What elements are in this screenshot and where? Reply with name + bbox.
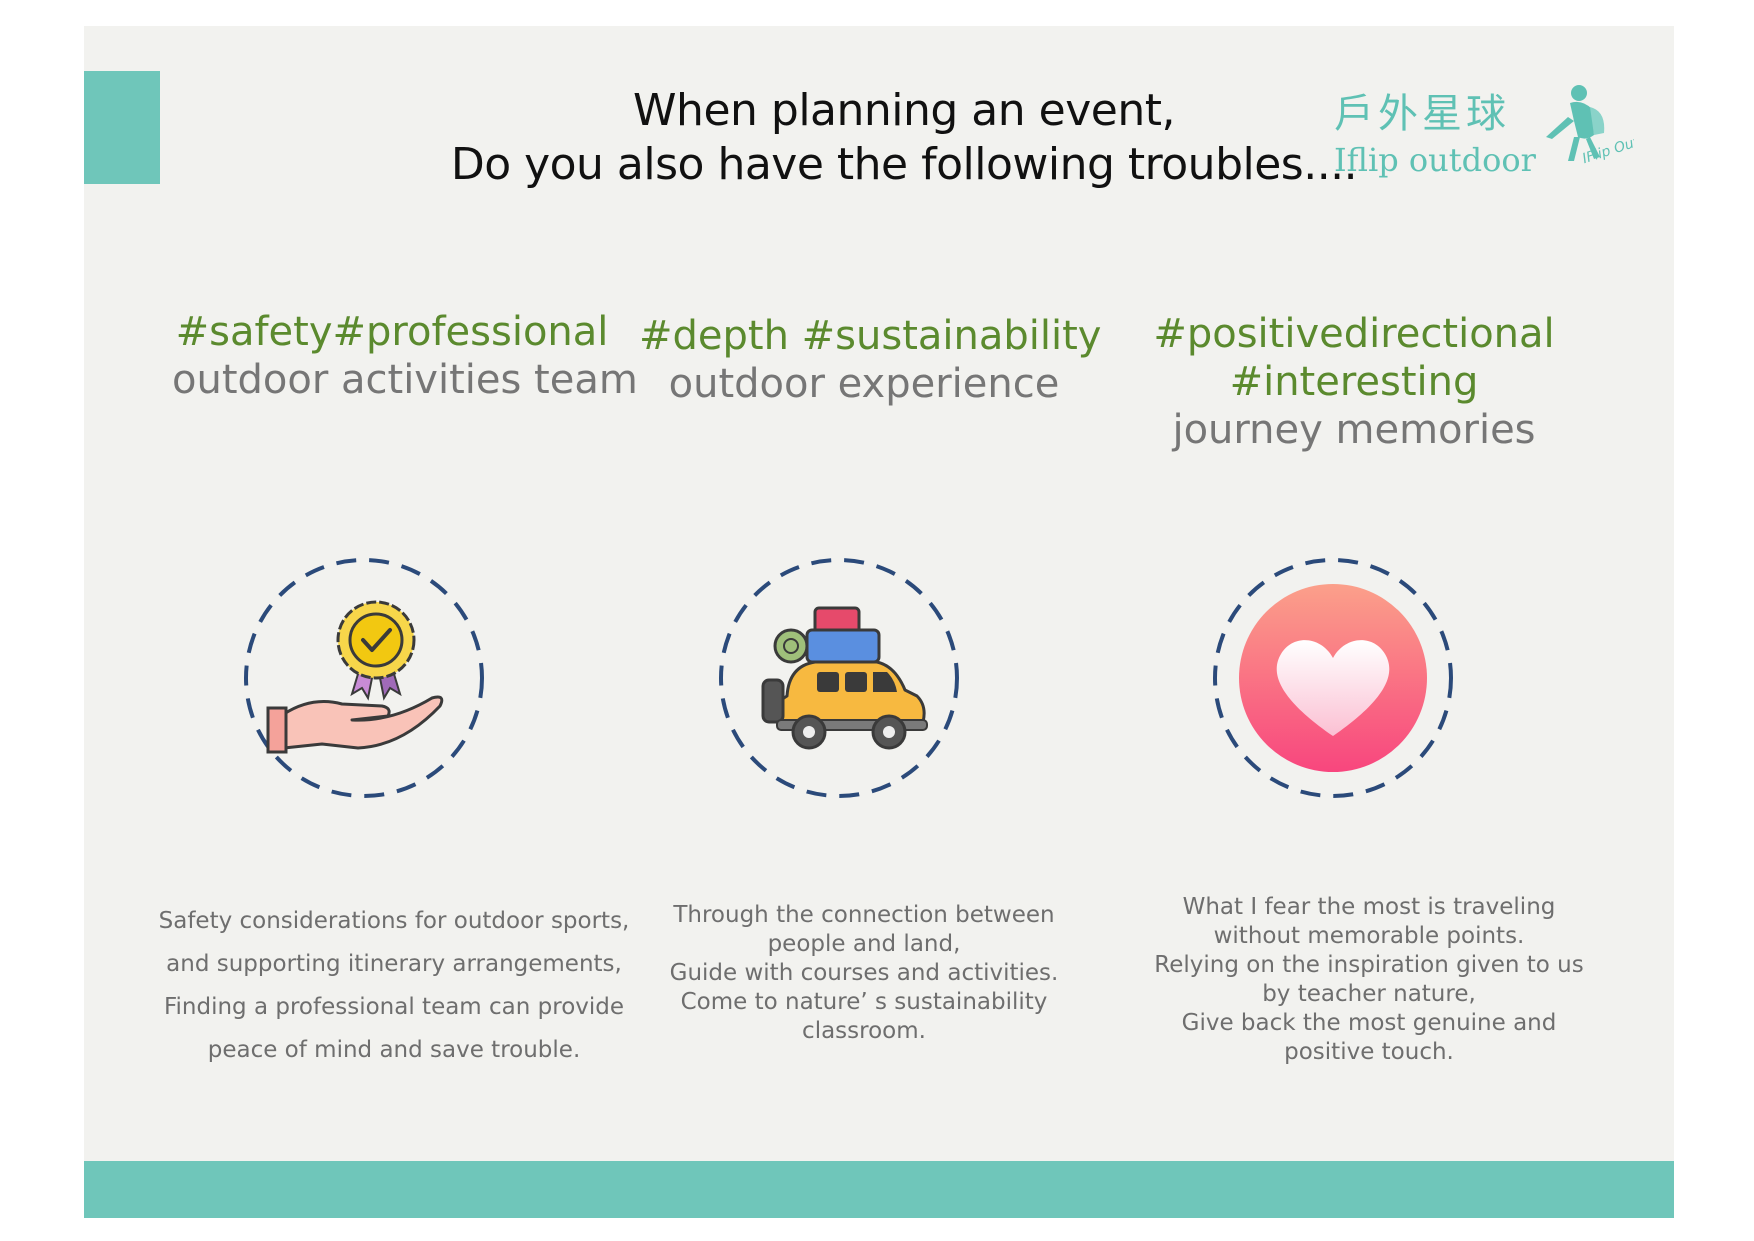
column-safety: #safety#professional outdoor activities … [172,308,638,404]
accent-block [84,71,160,184]
car-luggage-icon [719,558,959,798]
column-depth: #depth #sustainability outdoor experienc… [639,312,1102,408]
col3-subtitle: journey memories [1172,407,1536,453]
col1-desc-line: Safety considerations for outdoor sports… [158,908,630,934]
col3-description: What I fear the most is traveling withou… [1154,893,1584,1067]
slide: When planning an event, Do you also have… [84,26,1674,1218]
col1-description: Safety considerations for outdoor sports… [144,900,644,1072]
col1-subtitle: outdoor activities team [172,357,638,403]
col3-desc-line: without memorable points. [1213,923,1525,949]
col3-tag: #interesting [1229,359,1479,405]
col1-tag: #safety#professional [175,309,609,355]
col2-desc-line: people and land, [767,931,961,957]
col1-desc-line: peace of mind and save trouble. [207,1037,581,1063]
col3-desc-line: Give back the most genuine and [1181,1010,1557,1036]
page-title: When planning an event, Do you also have… [394,84,1414,192]
footer-bar [84,1161,1674,1218]
col2-desc-line: Come to nature’ s sustainability [680,989,1048,1015]
col2-tag: #depth #sustainability [639,313,1102,359]
col3-desc-line: What I fear the most is traveling [1182,894,1556,920]
col3-desc-line: Relying on the inspiration given to us [1154,952,1584,978]
brand-logo: 戶外星球 Iflip outdoor IFlip Outdoor [1334,81,1634,201]
column-memories: #positivedirectional #interesting journe… [1124,310,1584,454]
col3-tag: #positivedirectional [1153,311,1555,357]
col1-desc-line: and supporting itinerary arrangements, [166,951,622,977]
col3-desc-line: positive touch. [1284,1039,1454,1065]
col2-desc-line: classroom. [802,1018,926,1044]
col2-desc-line: Through the connection between [673,902,1055,928]
col2-desc-line: Guide with courses and activities. [669,960,1059,986]
logo-english-text: Iflip outdoor [1334,141,1536,179]
col3-desc-line: by teacher nature, [1262,981,1476,1007]
title-line-1: When planning an event, [633,85,1175,136]
col2-description: Through the connection between people an… [659,901,1069,1046]
hiker-logo-icon: IFlip Outdoor [1546,85,1634,167]
heart-icon [1213,558,1453,798]
hand-award-icon [244,558,484,798]
logo-chinese-text: 戶外星球 [1334,91,1510,137]
title-line-2: Do you also have the following troubles.… [450,139,1358,190]
col2-subtitle: outdoor experience [668,361,1060,407]
col1-desc-line: Finding a professional team can provide [163,994,625,1020]
